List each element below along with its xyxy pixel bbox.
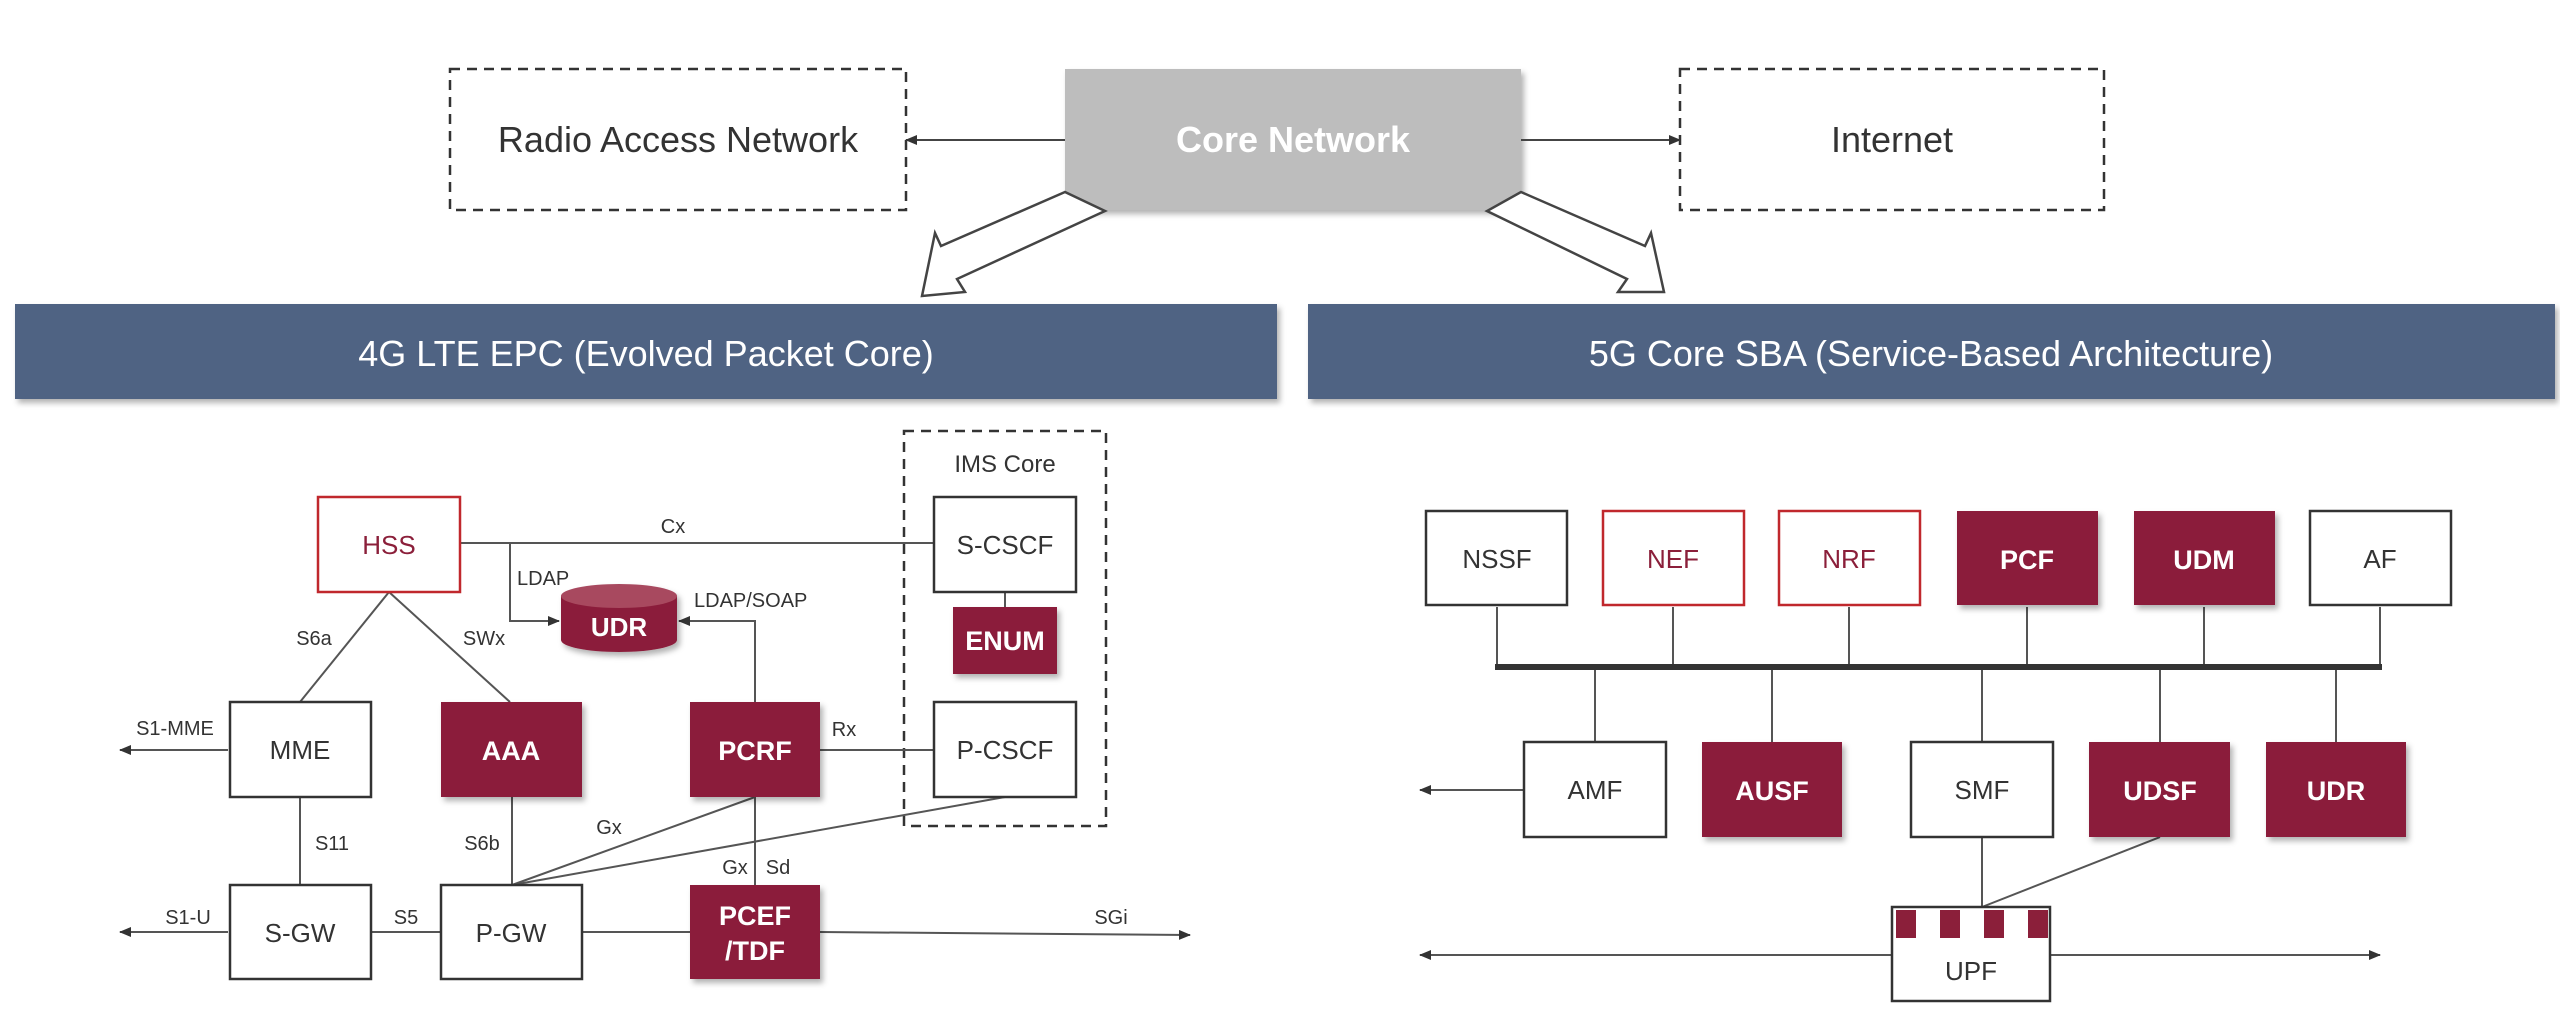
p-cscf-node: P-CSCF [932,700,1078,799]
sgi-link [819,929,1191,940]
p-cscf-label: P-CSCF [957,735,1054,765]
aaa-node: AAA [441,702,582,797]
pcrf-label: PCRF [718,736,792,766]
amf-node: AMF [1522,740,1668,839]
nef-node: NEF [1601,509,1746,607]
tdf-label: /TDF [725,936,785,966]
upf-label: UPF [1945,956,1997,986]
nef-label: NEF [1647,544,1699,574]
s-cscf-node: S-CSCF [932,495,1078,594]
udr-5g-node: UDR [2266,742,2406,837]
udsf-label: UDSF [2123,776,2197,806]
sba-header-title: 5G Core SBA (Service-Based Architecture) [1589,333,2273,374]
smf-node: SMF [1909,740,2055,839]
ldap-soap-link [678,616,756,702]
ims-core-label: IMS Core [954,451,1055,478]
nrf-node: NRF [1777,509,1922,607]
hss-label: HSS [362,530,415,560]
udm-node: UDM [2134,511,2275,605]
hollow-arrow-left [920,190,1108,298]
cx-label: Cx [661,516,685,538]
pcf-node: PCF [1957,511,2098,605]
lte-diagram: IMS Core Cx LDAP LDAP/SOAP S6a [119,429,1191,981]
pcrf-node: PCRF [690,702,820,797]
s-cscf-label: S-CSCF [957,530,1054,560]
mme-label: MME [270,735,331,765]
rx-label: Rx [832,719,856,741]
upf-port-4 [2028,910,2048,938]
udr-label: UDR [591,612,648,642]
s11-label: S11 [315,833,349,855]
sba-header-banner: 5G Core SBA (Service-Based Architecture) [1308,304,2555,399]
udsf-upf-link [1981,836,2161,908]
internet-box: Internet [1678,67,2106,212]
nssf-node: NSSF [1424,509,1569,607]
s-gw-label: S-GW [265,918,336,948]
radio-access-network-label: Radio Access Network [498,119,859,160]
pcef-label: PCEF [719,901,791,931]
service-bus [1495,664,2382,670]
udm-label: UDM [2173,545,2235,575]
aaa-label: AAA [482,736,541,766]
hollow-arrow-right [1484,190,1666,294]
s1-u-label: S1-U [165,907,211,929]
pcef-tdf-node: PCEF /TDF [690,885,820,979]
s6b-label: S6b [464,833,500,855]
ims-core-container [902,429,1108,828]
sgi-label: SGi [1094,907,1127,929]
s5-label: S5 [394,907,418,929]
gx-link-1 [511,796,756,886]
ldap-label: LDAP [517,568,569,590]
core-network-label: Core Network [1176,119,1411,160]
pcf-label: PCF [2000,545,2054,575]
smf-label: SMF [1955,775,2010,805]
s-gw-node: S-GW [228,883,373,981]
sd-label: Sd [766,857,790,879]
upf-node: UPF [1890,905,2052,1003]
upf-port-3 [1984,910,2004,938]
upf-port-1 [1896,910,1916,938]
hss-node: HSS [316,495,462,594]
ausf-node: AUSF [1702,742,1842,837]
nssf-label: NSSF [1462,544,1531,574]
ldap-soap-label: LDAP/SOAP [694,590,807,612]
sba-diagram: NSSF NEF NRF PCF UDM AF AMF AUSF [1419,509,2453,1003]
ausf-label: AUSF [1735,776,1809,806]
amf-label: AMF [1568,775,1623,805]
p-gw-node: P-GW [439,883,584,981]
udr-5g-label: UDR [2307,776,2366,806]
s6a-label: S6a [296,628,332,650]
internet-label: Internet [1831,119,1953,160]
upf-port-2 [1940,910,1960,938]
enum-label: ENUM [965,626,1045,656]
gx-link-2 [511,796,1006,886]
core-network-box: Core Network [1065,69,1521,210]
s1-mme-label: S1-MME [136,718,214,740]
mme-node: MME [228,700,373,799]
s6a-link [299,591,390,703]
udsf-node: UDSF [2089,742,2230,837]
gx-label: Gx [722,857,748,879]
swx-label: SWx [463,628,505,650]
swx-link [388,591,511,703]
gx-left-label: Gx [596,817,622,839]
af-node: AF [2308,509,2453,607]
lte-header-banner: 4G LTE EPC (Evolved Packet Core) [15,304,1277,399]
radio-access-network-box: Radio Access Network [448,67,908,212]
enum-node: ENUM [953,607,1057,674]
udr-cylinder: UDR [561,584,677,652]
lte-header-title: 4G LTE EPC (Evolved Packet Core) [358,333,934,374]
nrf-label: NRF [1822,544,1875,574]
p-gw-label: P-GW [476,918,547,948]
ldap-link [509,543,560,626]
af-label: AF [2363,544,2396,574]
